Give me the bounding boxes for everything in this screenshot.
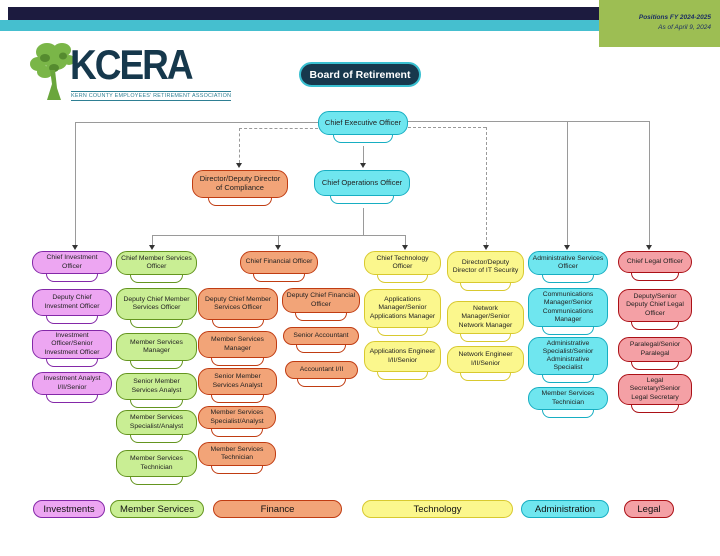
legend-member-services: Member Services — [110, 500, 204, 518]
arrow-finance — [274, 245, 281, 250]
node-chief-technology-officer: Chief Technology Officer — [364, 251, 441, 283]
node-applications-engineer: Applications Engineer I/II/Senior — [364, 341, 441, 380]
node-fin-senior-member-services-analyst: Senior Member Services Analyst — [198, 368, 277, 403]
node-chief-operations-officer: Chief Operations Officer — [314, 170, 410, 204]
node-chief-legal-officer: Chief Legal Officer — [618, 251, 692, 281]
legend-technology: Technology — [362, 500, 513, 518]
line-coo-trunk-drop — [363, 208, 364, 235]
node-applications-manager: Applications Manager/Senior Applications… — [364, 289, 441, 336]
positions-note: Positions FY 2024-2025 As of April 9, 20… — [599, 0, 720, 47]
kcera-logo: KCERA KERN COUNTY EMPLOYEES' RETIREMENT … — [30, 40, 232, 106]
node-administrative-specialist: Administrative Specialist/Senior Adminis… — [528, 337, 608, 383]
board-of-retirement-label: Board of Retirement — [299, 62, 421, 87]
dashed-ceo-to-itsecurity — [408, 127, 486, 128]
line-legal-drop — [649, 121, 650, 245]
node-deputy-chief-investment-officer: Deputy Chief Investment Officer — [32, 289, 112, 324]
legend-finance: Finance — [213, 500, 342, 518]
node-chief-investment-officer: Chief Investment Officer — [32, 251, 112, 282]
node-deputy-chief-legal-officer: Deputy/Senior Deputy Chief Legal Officer — [618, 289, 692, 330]
node-network-engineer: Network Engineer I/II/Senior — [447, 346, 524, 381]
tree-icon — [30, 43, 75, 100]
node-fin-member-services-specialist: Member Services Specialist/Analyst — [198, 406, 276, 437]
arrow-coo — [359, 163, 366, 168]
positions-as-of-date: As of April 9, 2024 — [658, 23, 711, 31]
node-chief-executive-officer: Chief Executive Officer — [318, 111, 408, 143]
line-ceo-to-coo — [363, 146, 364, 163]
node-legal-secretary: Legal Secretary/Senior Legal Secretary — [618, 374, 692, 413]
arrow-member-services — [148, 245, 155, 250]
node-deputy-chief-member-services-officer: Deputy Chief Member Services Officer — [116, 288, 197, 328]
line-administration-drop — [567, 121, 568, 245]
arrow-compliance — [235, 163, 242, 168]
node-network-manager: Network Manager/Senior Network Manager — [447, 301, 524, 342]
node-investment-analyst: Investment Analyst I/II/Senior — [32, 372, 112, 403]
logo-title: KCERA — [70, 42, 194, 88]
top-teal-bar — [0, 20, 720, 31]
node-fin-deputy-chief-member-services-officer: Deputy Chief Member Services Officer — [198, 288, 278, 328]
line-finance-drop — [278, 235, 279, 245]
arrow-investments — [71, 245, 78, 250]
arrow-it-security — [482, 245, 489, 250]
arrow-administration — [563, 245, 570, 250]
node-chief-member-services-officer: Chief Member Services Officer — [116, 251, 197, 283]
line-memberservices-drop — [152, 235, 153, 245]
node-paralegal: Paralegal/Senior Paralegal — [618, 337, 692, 370]
arrow-legal — [645, 245, 652, 250]
node-member-services-technician: Member Services Technician — [116, 450, 197, 485]
line-ceo-to-right — [408, 121, 649, 122]
legend-investments: Investments — [33, 500, 105, 518]
line-investments-drop — [75, 122, 76, 245]
arrow-technology — [401, 245, 408, 250]
legend-administration: Administration — [521, 500, 609, 518]
node-director-it-security: Director/Deputy Director of IT Security — [447, 251, 524, 291]
logo-tagline: KERN COUNTY EMPLOYEES' RETIREMENT ASSOCI… — [71, 91, 232, 101]
node-member-services-specialist: Member Services Specialist/Analyst — [116, 410, 197, 443]
node-fin-member-services-technician: Member Services Technician — [198, 442, 276, 474]
node-senior-member-services-analyst: Senior Member Services Analyst — [116, 373, 197, 408]
dashed-ceo-to-compliance — [239, 128, 318, 129]
legend-legal: Legal — [624, 500, 674, 518]
node-investment-officer: Investment Officer/Senior Investment Off… — [32, 330, 112, 367]
positions-fiscal-year: Positions FY 2024-2025 — [638, 14, 711, 21]
top-navy-bar — [8, 7, 720, 20]
line-technology-drop — [405, 235, 406, 245]
node-fin-member-services-manager: Member Services Manager — [198, 331, 277, 366]
line-ceo-to-investments — [75, 122, 318, 123]
node-member-services-manager: Member Services Manager — [116, 333, 197, 369]
node-chief-financial-officer: Chief Financial Officer — [240, 251, 318, 282]
node-communications-manager: Communications Manager/Senior Communicat… — [528, 288, 608, 335]
node-senior-accountant: Senior Accountant — [283, 327, 359, 353]
dashed-compliance-drop — [239, 128, 240, 163]
node-accountant: Accountant I/II — [285, 361, 358, 387]
dashed-itsecurity-drop — [486, 127, 487, 245]
node-adm-member-services-technician: Member Services Technician — [528, 387, 608, 418]
node-deputy-chief-financial-officer: Deputy Chief Financial Officer — [282, 288, 360, 321]
node-administrative-services-officer: Administrative Services Officer — [528, 251, 608, 283]
node-director-of-compliance: Director/Deputy Director of Compliance — [192, 170, 288, 206]
